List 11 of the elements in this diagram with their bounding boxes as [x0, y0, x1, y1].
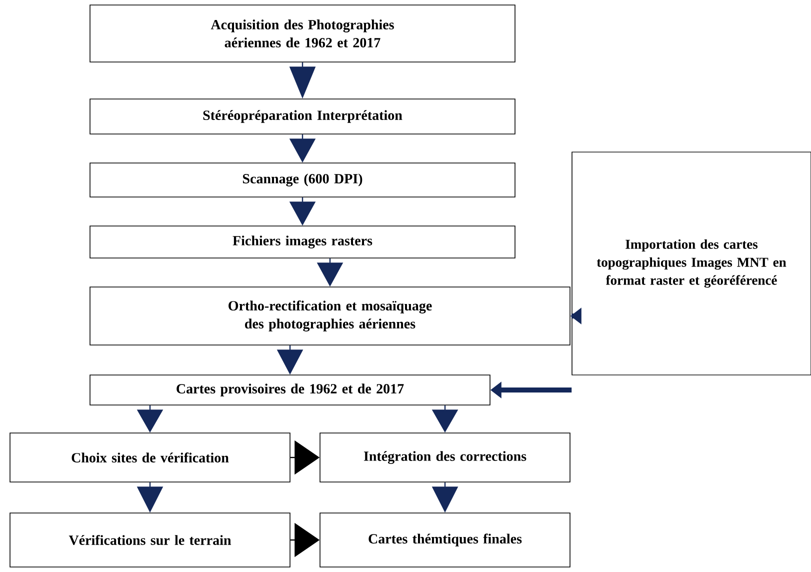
- process-box: Vérifications sur le terrain: [10, 512, 290, 568]
- process-box: Cartes thémtiques finales: [320, 512, 570, 568]
- process-box: Scannage (600 DPI): [90, 162, 516, 198]
- process-box: Cartes provisoires de 1962 et de 2017: [90, 374, 490, 406]
- process-box: Fichiers images rasters: [90, 226, 516, 258]
- process-box: Acquisition des Photographies aériennes de 1962 et 2017: [90, 4, 516, 62]
- process-box: Intégration des corrections: [320, 432, 570, 482]
- process-box: Importation des cartes topographiques Images MNT en format raster et géoréférencé: [572, 152, 811, 376]
- process-box: Ortho-rectification et mosaïquage des photographies aériennes: [90, 286, 570, 346]
- process-box: Stéréopréparation Interprétation: [90, 98, 516, 134]
- process-box: Choix sites de vérification: [10, 432, 290, 482]
